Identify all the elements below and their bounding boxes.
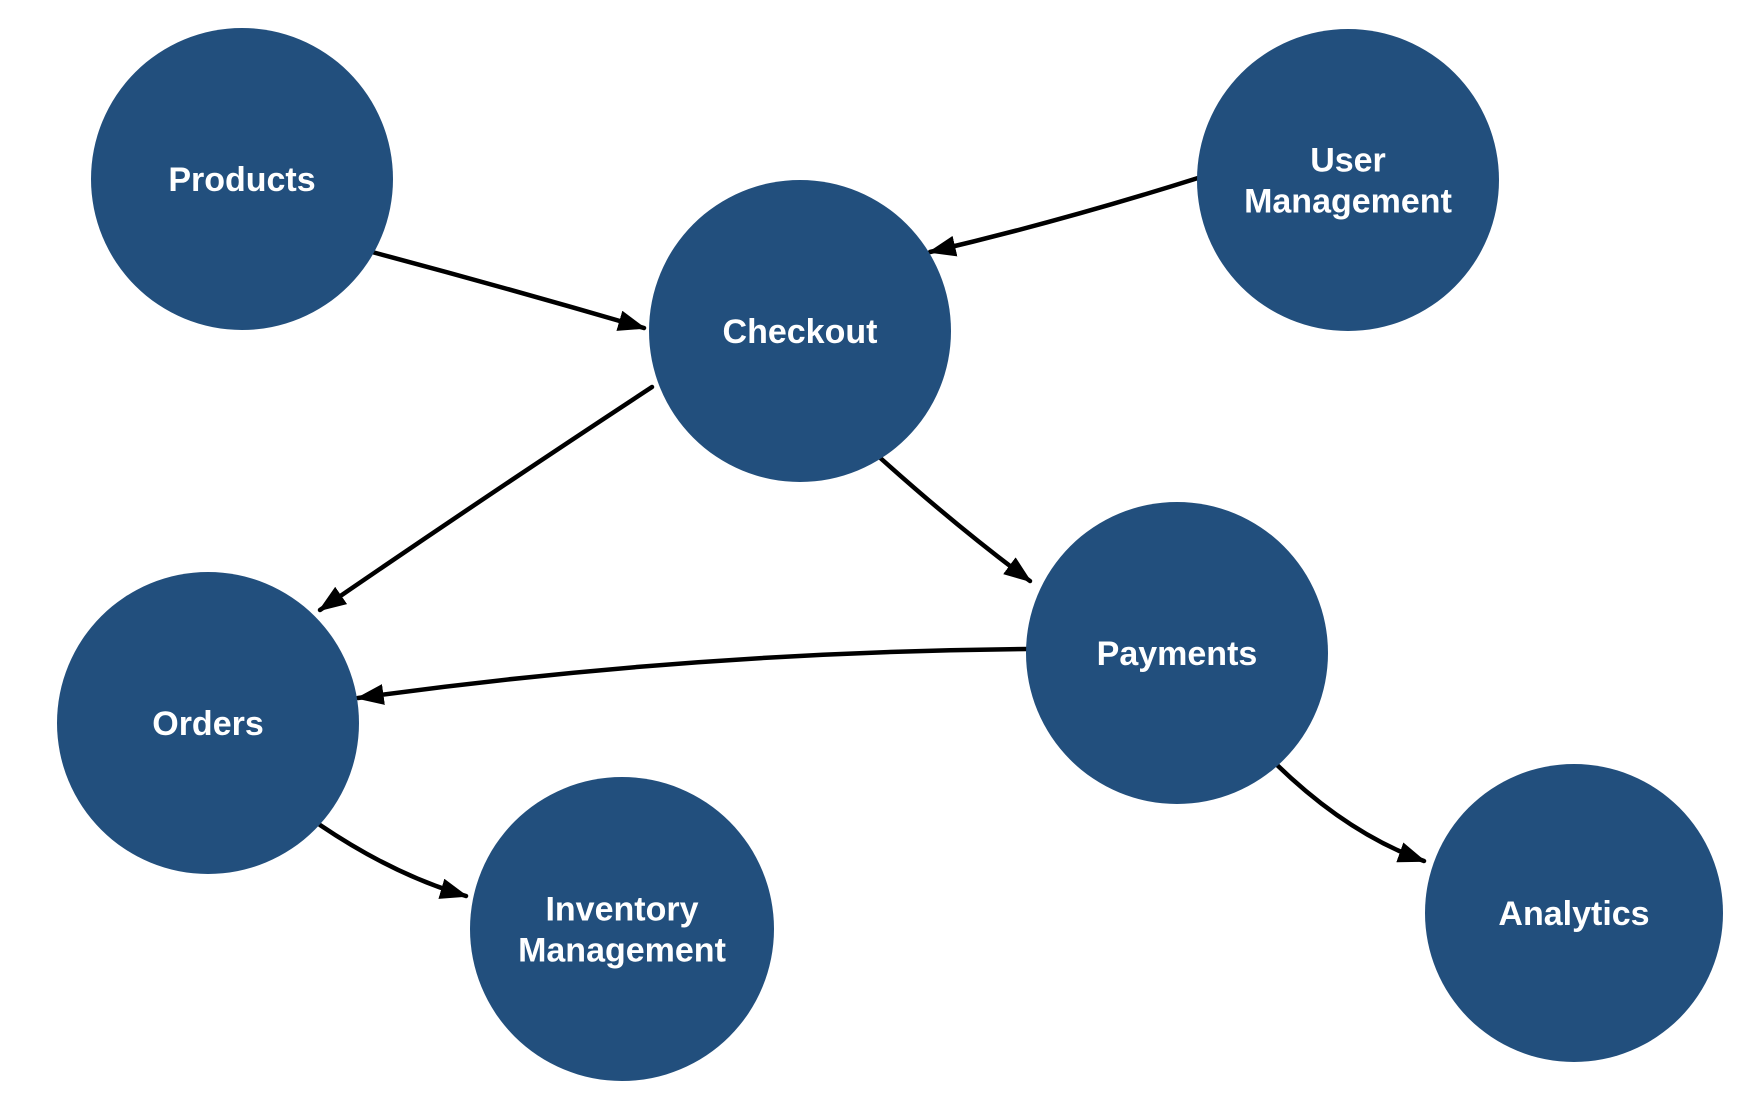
payments-circle[interactable] [1026,502,1328,804]
checkout-circle[interactable] [649,180,951,482]
analytics-circle[interactable] [1425,764,1723,1062]
user-management-circle[interactable] [1197,29,1499,331]
edge-products-to-checkout [369,249,647,331]
payments-label: Payments [1097,635,1258,673]
inventory-management-circle[interactable] [470,777,774,1081]
node-checkout[interactable]: Checkout [649,180,951,482]
edge-user-management-to-checkout [927,175,1201,257]
node-products[interactable]: Products [91,28,393,330]
products-circle[interactable] [91,28,393,330]
products-label: Products [168,161,315,199]
orders-label: Orders [152,705,264,743]
node-analytics[interactable]: Analytics [1425,764,1723,1062]
node-orders[interactable]: Orders [57,572,359,874]
analytics-label: Analytics [1498,895,1649,933]
node-payments[interactable]: Payments [1026,502,1328,804]
checkout-label: Checkout [723,313,878,351]
edge-checkout-to-payments [874,452,1033,584]
edge-orders-to-inventory-management [317,822,469,899]
edge-payments-to-orders [355,646,1030,705]
edge-payments-to-analytics [1273,761,1427,864]
edge-checkout-to-orders [317,384,655,613]
orders-circle[interactable] [57,572,359,874]
